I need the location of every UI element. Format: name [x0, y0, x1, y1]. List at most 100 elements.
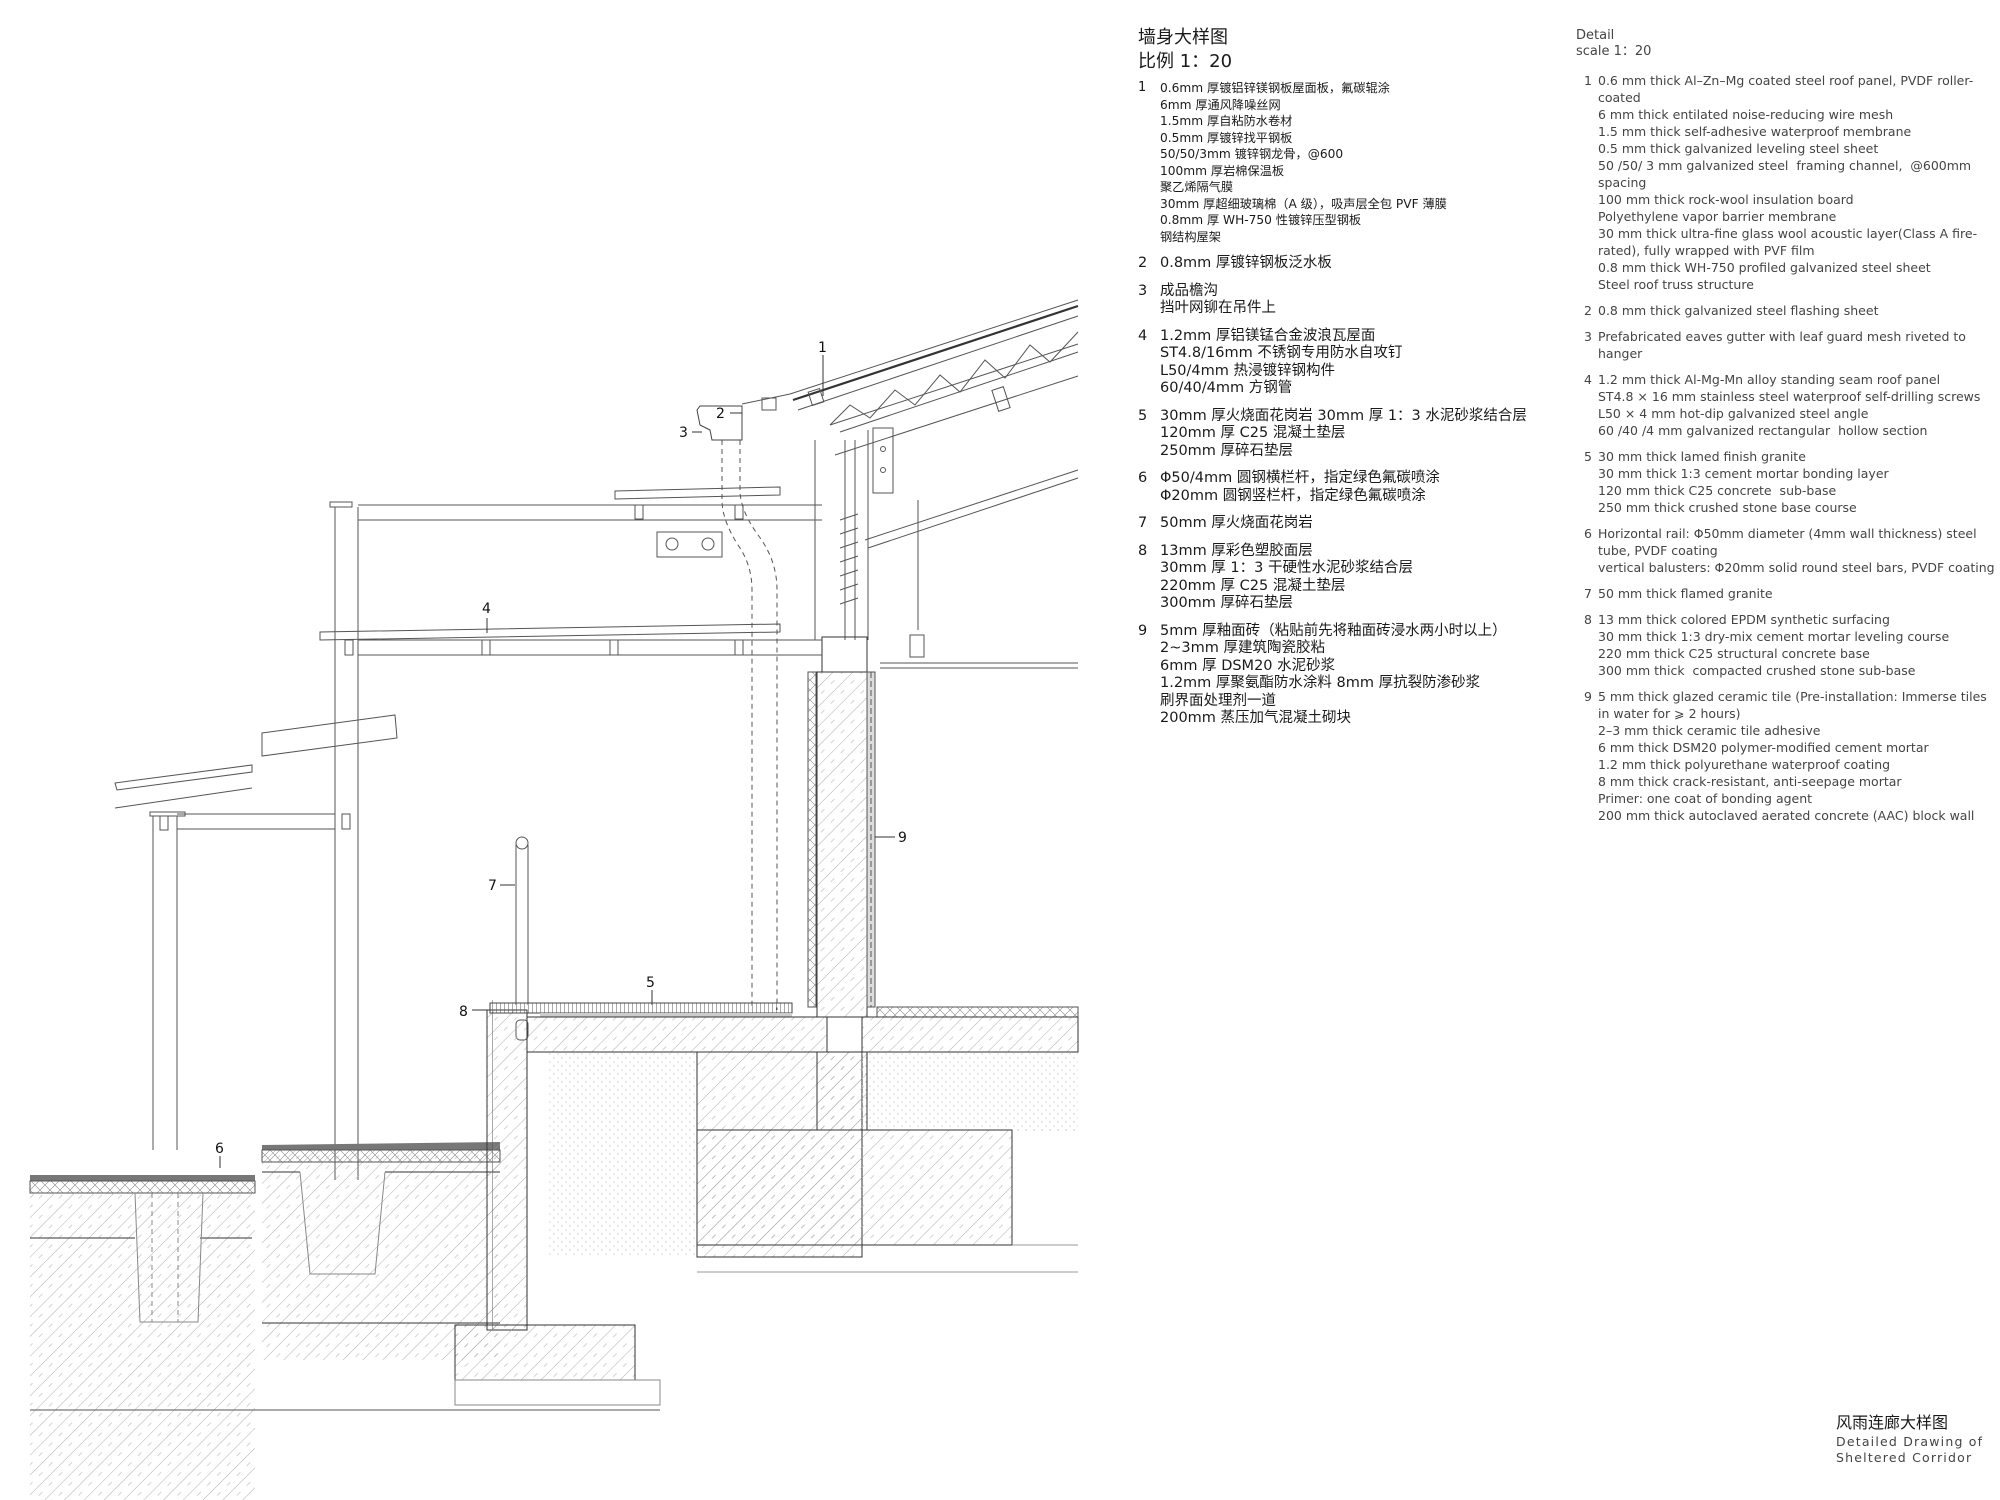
- legend-line: 挡叶网铆在吊件上: [1160, 300, 1276, 316]
- legend-item-number: 5: [1138, 407, 1148, 424]
- legend-line: 120 mm thick C25 concrete sub-base: [1598, 483, 1837, 498]
- legend-item-number: 9: [1138, 622, 1148, 639]
- legend-item-number: 5: [1584, 449, 1592, 464]
- legend-line: 1.2mm 厚铝镁锰合金波浪瓦屋面: [1160, 327, 1376, 344]
- legend-line: 50 mm thick flamed granite: [1598, 586, 1773, 601]
- legend-item-text: 1.2 mm thick Al-Mg-Mn alloy standing sea…: [1598, 371, 1980, 439]
- legend-line: 6 mm thick DSM20 polymer-modified cement…: [1598, 740, 1929, 755]
- section-detail-drawing: 1 2 3 4 5 6 7 8 9: [29, 299, 1079, 1500]
- legend-line: 6 mm thick entilated noise-reducing wire…: [1598, 107, 1894, 122]
- legend-item-number: 9: [1584, 689, 1592, 704]
- legend-item-3: 3 Prefabricated eaves gutter with leaf gu…: [1576, 328, 1996, 362]
- legend-line: 13 mm thick colored EPDM synthetic surfa…: [1598, 612, 1890, 627]
- legend-item-number: 6: [1584, 526, 1592, 541]
- callout-numbers: 1 2 3 4 5 6 7 8 9: [215, 340, 907, 1157]
- legend-line: ST4.8/16mm 不锈钢专用防水自攻钉: [1160, 345, 1403, 361]
- legend-line: 0.8 mm thick galvanized steel flashing s…: [1598, 303, 1879, 318]
- legend-line: 60/40/4mm 方钢管: [1160, 380, 1293, 396]
- legend-item-2: 2 0.8mm 厚镀锌钢板泛水板: [1138, 255, 1578, 273]
- legend-line: 0.8mm 厚镀锌钢板泛水板: [1160, 255, 1332, 271]
- legend-line: 220 mm thick C25 structural concrete bas…: [1598, 646, 1870, 661]
- legend-line: 钢结构屋架: [1160, 229, 1221, 244]
- legend-item-number: 4: [1138, 327, 1148, 344]
- callout-4: 4: [482, 601, 491, 617]
- legend-item-number: 6: [1138, 470, 1148, 486]
- legend-line: 0.8 mm thick WH-750 profiled galvanized …: [1598, 260, 1931, 275]
- legend-line: Primer: one coat of bonding agent: [1598, 791, 1813, 806]
- legend-item-text: 5 mm thick glazed ceramic tile (Pre-inst…: [1598, 688, 1996, 824]
- legend-item-number: 7: [1584, 586, 1592, 601]
- legend-item-number: 2: [1584, 303, 1592, 318]
- legend-line: 120mm 厚 C25 混凝土垫层: [1160, 425, 1346, 441]
- legend-line: 30 mm thick lamed finish granite: [1598, 449, 1806, 464]
- legend-line: 13mm 厚彩色塑胶面层: [1160, 542, 1313, 559]
- drawing-title-en-line1: Detailed Drawing of: [1836, 1434, 1984, 1449]
- legend-line: 6mm 厚通风降噪丝网: [1160, 97, 1281, 112]
- drawing-title-block: 风雨连廊大样图 Detailed Drawing of Sheltered Co…: [1836, 1412, 1996, 1466]
- callout-2: 2: [716, 406, 725, 422]
- legend-line: 50/50/3mm 镀锌钢龙骨，@600: [1160, 147, 1344, 161]
- legend-line: 2–3 mm thick ceramic tile adhesive: [1598, 723, 1821, 738]
- legend-line: 300mm 厚碎石垫层: [1160, 595, 1294, 611]
- legend-line: 300 mm thick compacted crushed stone sub…: [1598, 663, 1916, 678]
- main-column: [814, 427, 1078, 673]
- legend-scale-en: scale 1：20: [1576, 44, 1652, 59]
- main-roof: [696, 299, 1079, 549]
- legend-line: 0.5 mm thick galvanized leveling steel s…: [1598, 141, 1879, 156]
- legend-line: 1.2mm 厚聚氨酯防水涂料 8mm 厚抗裂防渗砂浆: [1160, 675, 1481, 691]
- legend-line: 30mm 厚 1：3 干硬性水泥砂浆结合层: [1160, 560, 1413, 576]
- callout-6: 6: [215, 1141, 224, 1157]
- legend-item-number: 3: [1138, 282, 1148, 299]
- legend-line: Horizontal rail: Φ50mm diameter (4mm wal…: [1598, 526, 1981, 558]
- legend-line: Polyethylene vapor barrier membrane: [1598, 209, 1837, 224]
- legend-chinese: 墙身大样图 比例 1：20 1 0.6mm 厚镀铝锌镁钢板屋面板，氟碳辊涂 6mm …: [1138, 26, 1578, 738]
- legend-item-text: Prefabricated eaves gutter with leaf gua…: [1598, 328, 1996, 362]
- legend-line: 100mm 厚岩棉保温板: [1160, 163, 1285, 178]
- legend-line: Prefabricated eaves gutter with leaf gua…: [1598, 329, 1970, 361]
- legend-line: 0.5mm 厚镀锌找平钢板: [1160, 130, 1293, 145]
- legend-line: 成品檐沟: [1160, 282, 1218, 299]
- legend-item-5: 5 30 mm thick lamed finish granite 30 mm t…: [1576, 448, 1996, 516]
- legend-item-2: 2 0.8 mm thick galvanized steel flashing …: [1576, 302, 1996, 319]
- legend-scale-cn: 比例 1：20: [1138, 51, 1233, 72]
- legend-item-text: Horizontal rail: Φ50mm diameter (4mm wal…: [1598, 525, 1996, 576]
- legend-line: 聚乙烯隔气膜: [1160, 180, 1234, 194]
- legend-line: 30 mm thick 1:3 dry-mix cement mortar le…: [1598, 629, 1950, 644]
- callout-8: 8: [459, 1004, 468, 1020]
- legend-line: 0.6mm 厚镀铝锌镁钢板屋面板，氟碳辊涂: [1160, 81, 1390, 95]
- legend-line: 250mm 厚碎石垫层: [1160, 442, 1294, 459]
- legend-line: vertical balusters: Φ20mm solid round st…: [1598, 560, 1995, 575]
- legend-line: 1.2 mm thick Al-Mg-Mn alloy standing sea…: [1598, 372, 1941, 387]
- legend-item-number: 4: [1584, 372, 1592, 387]
- legend-item-number: 2: [1138, 255, 1148, 271]
- legend-line: 60 /40 /4 mm galvanized rectangular holl…: [1598, 423, 1928, 438]
- legend-line: Φ50/4mm 圆钢横栏杆，指定绿色氟碳喷涂: [1160, 470, 1440, 486]
- callout-5: 5: [646, 975, 655, 991]
- legend-title-cn: 墙身大样图: [1138, 27, 1228, 48]
- legend-line: L50 × 4 mm hot-dip galvanized steel angl…: [1598, 406, 1869, 421]
- legend-line: 1.2 mm thick polyurethane waterproof coa…: [1598, 757, 1891, 772]
- legend-item-text: 0.6 mm thick Al–Zn–Mg coated steel roof …: [1598, 72, 1996, 293]
- legend-line: 50mm 厚火烧面花岗岩: [1160, 515, 1313, 531]
- legend-item-number: 3: [1584, 329, 1592, 344]
- legend-line: 30 mm thick 1:3 cement mortar bonding la…: [1598, 466, 1889, 481]
- downpipe: [721, 440, 778, 1010]
- legend-line: 5 mm thick glazed ceramic tile (Pre-inst…: [1598, 689, 1991, 721]
- legend-line: Φ20mm 圆钢竖栏杆，指定绿色氟碳喷涂: [1160, 487, 1426, 504]
- legend-line: ST4.8 × 16 mm stainless steel waterproof…: [1598, 389, 1981, 404]
- legend-line: 0.8mm 厚 WH-750 性镀锌压型钢板: [1160, 213, 1362, 227]
- legend-line: 220mm 厚 C25 混凝土垫层: [1160, 577, 1346, 594]
- legend-item-8: 8 13 mm thick colored EPDM synthetic surf…: [1576, 611, 1996, 679]
- callout-7: 7: [488, 878, 497, 894]
- legend-item-number: 8: [1584, 612, 1592, 627]
- legend-item-number: 1: [1138, 80, 1147, 95]
